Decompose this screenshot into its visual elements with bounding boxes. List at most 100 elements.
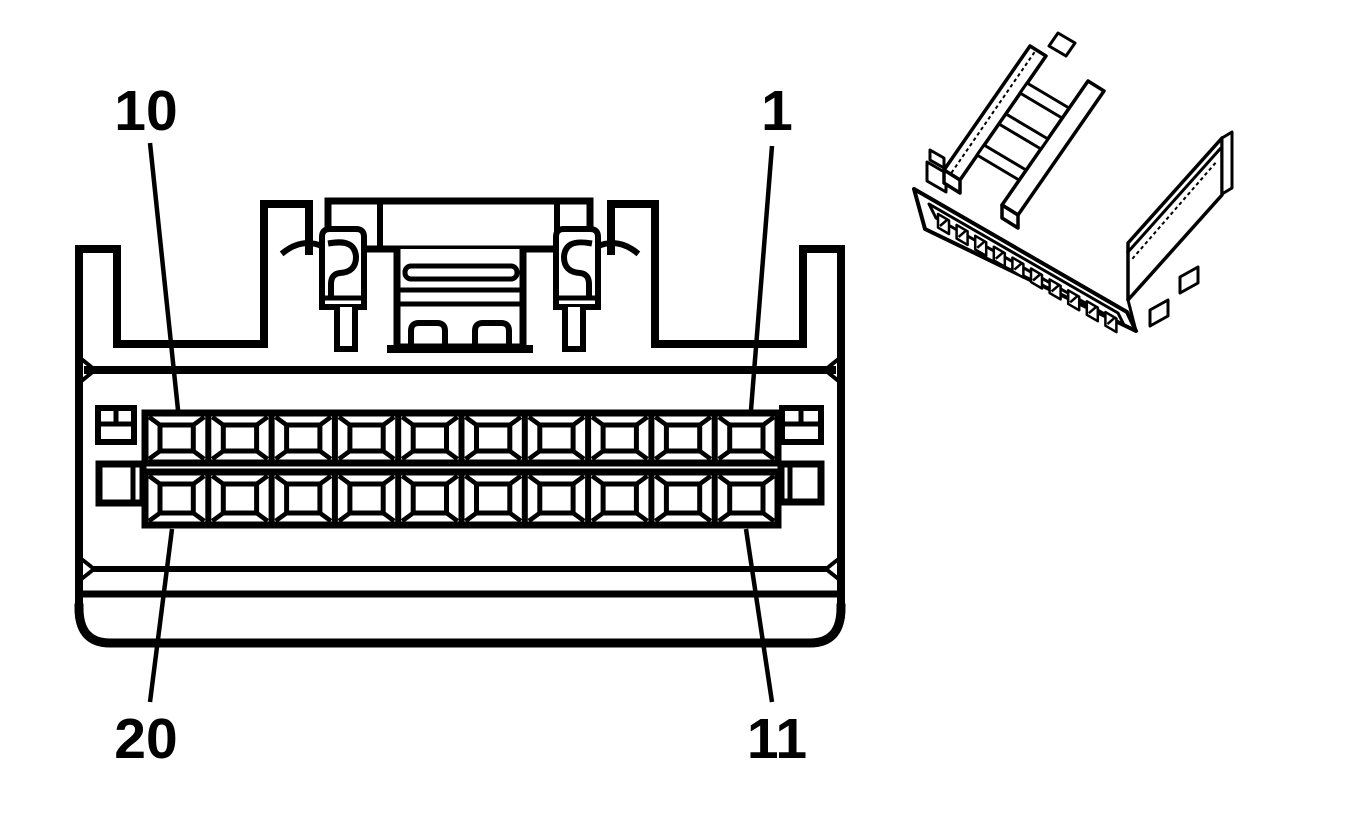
- iso-slot: [992, 245, 1007, 268]
- clip-curl-left: [327, 239, 360, 299]
- pin-cavity: [268, 413, 333, 463]
- pin-cavity-bevel: [445, 449, 459, 461]
- callout-leader-line: [743, 528, 775, 703]
- pin-cavity-inner: [284, 422, 323, 454]
- iso-slot-bevel: [994, 251, 1004, 260]
- pin-cavity-bevel: [717, 449, 732, 461]
- pin-cavity-inner: [663, 422, 703, 454]
- pin-cavity: [268, 472, 333, 525]
- pin-cavity-inner: [600, 481, 639, 516]
- pin-cavity-bevel: [337, 415, 352, 427]
- tab-left-bottom: [95, 460, 147, 507]
- pin-cavity-bevel: [527, 415, 542, 427]
- iso-foot-2: [1178, 265, 1200, 295]
- pin-cavity: [395, 472, 459, 525]
- pin-cavity-bevel: [761, 511, 776, 523]
- pin-cavity-bevel: [147, 474, 162, 486]
- pin-cavity-bevel: [400, 511, 415, 523]
- latch-post-left: [260, 200, 313, 348]
- pin-cavity-bevel: [337, 511, 352, 523]
- pin-cavity-bevel: [590, 511, 605, 523]
- iso-slot: [1011, 256, 1025, 279]
- pin-cavity-bevel: [508, 449, 523, 461]
- pin-cavity-bevel: [191, 415, 206, 427]
- pin-cavity-bevel: [464, 415, 478, 427]
- notch-top-right: [821, 354, 844, 386]
- callout-label: 11: [747, 707, 807, 771]
- pin-cavity-inner: [157, 481, 196, 516]
- iso-wall-to-board: [1126, 298, 1138, 333]
- pin-cavity-bevel: [274, 415, 288, 427]
- pin-cavity-bevel: [274, 449, 288, 461]
- pin-cavity-bevel: [698, 474, 713, 486]
- pin-cavity-bevel: [464, 449, 478, 461]
- pin-cavity-inner: [284, 481, 323, 516]
- pin-cavity-bevel: [654, 449, 668, 461]
- center-lock-window-right: [472, 320, 512, 350]
- iso-slot-bevel: [1087, 306, 1097, 315]
- pin-cavity-bevel: [274, 474, 288, 486]
- pin-cavity-bevel: [717, 511, 732, 523]
- pin-cavity-bevel: [445, 511, 459, 523]
- pin-cavity: [147, 415, 206, 461]
- latch-bridge-bar: [324, 197, 594, 253]
- front-view: 10 1 20 11: [74, 79, 846, 771]
- iso-channel-rung-3: [1018, 81, 1071, 120]
- pin-cavity-bevel: [147, 449, 162, 461]
- pin-callouts: 10 1 20 11: [114, 79, 807, 771]
- pin-cavity-bevel: [508, 415, 523, 427]
- pin-cavity: [585, 413, 649, 463]
- iso-slot-bevel: [976, 240, 986, 249]
- pin-cavity-bevel: [400, 474, 415, 486]
- pin-cavity: [458, 472, 523, 525]
- pin-cavity: [521, 413, 586, 463]
- pin-cavity-bevel: [717, 474, 732, 486]
- pin-cavity-inner: [220, 422, 260, 454]
- pin-cavity-bevel: [508, 511, 523, 523]
- pin-cavity-bevel: [191, 474, 206, 486]
- pin-cavity-bevel: [571, 511, 586, 523]
- latch-clip-right: [553, 226, 641, 352]
- pin-cavity-bevel: [571, 415, 586, 427]
- pin-cavity-inner: [220, 481, 260, 516]
- tab-right-bottom: [777, 460, 825, 506]
- connector-body-right-contour: [651, 245, 845, 618]
- pin-cavity-inner: [537, 481, 576, 516]
- pin-cavity-bevel: [635, 415, 649, 427]
- iso-slot: [955, 223, 969, 247]
- pin-cavity-inner: [727, 481, 766, 516]
- pin-cavity-bevel: [381, 511, 396, 523]
- pin-cavity-bevel: [274, 511, 288, 523]
- pin-cavity-inner: [537, 422, 576, 454]
- pin-cavity-bevel: [381, 415, 396, 427]
- iso-foot-1: [1148, 298, 1170, 328]
- callout-label: 1: [761, 79, 793, 143]
- face-parting-lines: [75, 354, 845, 598]
- pin-cavity-bevel: [571, 449, 586, 461]
- iso-slot-bevel: [957, 229, 967, 238]
- pin-cavity-bevel: [527, 449, 542, 461]
- iso-slot: [1104, 310, 1118, 334]
- center-lock-window-left: [408, 320, 448, 350]
- pin-cavity-bevel: [654, 415, 668, 427]
- pin-cavity-bevel: [698, 415, 713, 427]
- iso-top-latch-tab: [1047, 31, 1077, 58]
- pin-cavity-bevel: [654, 474, 668, 486]
- pin-cavity-bevel: [337, 474, 352, 486]
- pin-cavity-bevel: [400, 415, 415, 427]
- callout-terminal-20: 20: [114, 528, 178, 771]
- iso-left-cap: [925, 160, 948, 194]
- center-lock-slot: [402, 263, 520, 282]
- pin-cavity-bevel: [318, 449, 333, 461]
- pin-cavity: [648, 413, 713, 463]
- pin-cavity-bevel: [445, 415, 459, 427]
- clip-curl-right: [560, 239, 593, 299]
- connector-body-bottom-edge: [74, 603, 846, 648]
- iso-slot: [936, 212, 951, 236]
- iso-slot: [1048, 278, 1062, 301]
- pin-cavity: [458, 413, 523, 463]
- pin-cavity: [711, 472, 776, 525]
- callout-terminal-10: 10: [114, 79, 181, 411]
- latch-post-right: [607, 200, 659, 348]
- pin-cavity-bevel: [318, 511, 333, 523]
